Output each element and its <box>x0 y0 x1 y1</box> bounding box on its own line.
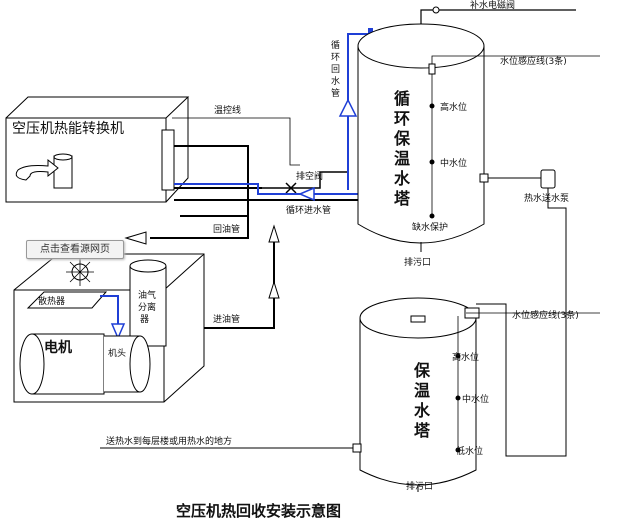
svg-text:电机: 电机 <box>44 339 72 356</box>
svg-text:循: 循 <box>394 89 410 108</box>
svg-text:水: 水 <box>331 75 340 87</box>
circ-in-arrow-icon <box>298 186 315 202</box>
svg-text:分离: 分离 <box>138 301 156 313</box>
svg-text:环: 环 <box>331 52 340 63</box>
svg-text:机头: 机头 <box>108 347 126 359</box>
storage-tank <box>359 297 477 486</box>
hot-pump-icon <box>540 169 556 189</box>
exhaust-valve-icon <box>285 182 297 194</box>
drain-top-label: 排污口 <box>404 256 431 268</box>
inlet-arrow-icon <box>268 280 280 299</box>
separator: 油气 分离 器 <box>129 259 167 347</box>
level-line-top-label: 水位感应线(3条) <box>500 55 567 67</box>
diagram-title: 空压机热回收安装示意图 <box>176 502 341 520</box>
svg-text:温: 温 <box>413 381 430 400</box>
flow-arrow-icon <box>15 158 59 181</box>
svg-text:器: 器 <box>140 314 149 325</box>
svg-text:塔: 塔 <box>394 189 411 208</box>
hot-pump-label: 热水送水泵 <box>524 192 569 204</box>
high-level-top: 高水位 <box>440 101 467 113</box>
svg-text:环: 环 <box>394 109 410 128</box>
svg-text:散热器: 散热器 <box>38 295 65 307</box>
radiator-flow <box>100 295 119 326</box>
return-arrow-icon <box>124 231 147 245</box>
circulation-tank <box>357 23 485 244</box>
converter-box <box>5 96 190 203</box>
high-level-bottom: 高水位 <box>452 351 479 363</box>
return-oil-pipe <box>150 216 249 239</box>
send-hot-label: 送热水到每层楼或用热水的地方 <box>106 435 232 447</box>
source-page-button[interactable]: 点击查看源网页 <box>26 240 124 259</box>
storage-tank-label: 保 温 水 塔 <box>413 361 431 440</box>
hot-water-pipe <box>476 188 567 457</box>
lack-water-label: 缺水保护 <box>412 221 448 233</box>
svg-text:油气: 油气 <box>138 289 156 301</box>
makeup-valve-label: 补水电磁阀 <box>470 0 515 11</box>
mid-level-top: 中水位 <box>440 157 467 169</box>
converter-label: 空压机热能转换机 <box>12 120 124 137</box>
svg-text:水: 水 <box>394 169 411 188</box>
drain-bottom-label: 排污口 <box>406 480 433 492</box>
converter-pipes <box>174 145 362 217</box>
svg-text:循: 循 <box>331 39 340 51</box>
svg-text:温: 温 <box>393 149 410 168</box>
compressor-head: 机头 <box>104 335 151 393</box>
return-oil-label: 回油管 <box>213 223 240 235</box>
svg-text:保: 保 <box>393 129 411 148</box>
level-line-bottom-label: 水位感应线(3条) <box>512 309 579 321</box>
svg-text:保: 保 <box>413 361 431 380</box>
low-level-bottom: 低水位 <box>456 445 483 457</box>
circ-in-label: 循环进水管 <box>286 204 331 216</box>
exhaust-valve-label: 排空阀 <box>296 170 323 182</box>
makeup-pipe <box>420 9 576 24</box>
motor: 电机 <box>19 333 105 395</box>
inlet-oil-label: 进油管 <box>213 313 240 325</box>
radiator: 散热器 <box>26 258 108 309</box>
radiator-arrow-icon <box>110 323 126 340</box>
svg-text:水: 水 <box>414 401 431 420</box>
circ-return-label: 循 环 回 水 管 <box>331 39 340 99</box>
return-up-arrow-icon <box>338 98 358 117</box>
svg-text:塔: 塔 <box>414 421 431 440</box>
mid-level-bottom: 中水位 <box>462 393 489 405</box>
svg-text:管: 管 <box>331 87 340 99</box>
temp-line <box>172 117 300 166</box>
circulation-tank-label: 循 环 保 温 水 塔 <box>393 89 411 208</box>
svg-text:回: 回 <box>331 64 340 75</box>
temp-line-label: 温控线 <box>214 104 241 116</box>
